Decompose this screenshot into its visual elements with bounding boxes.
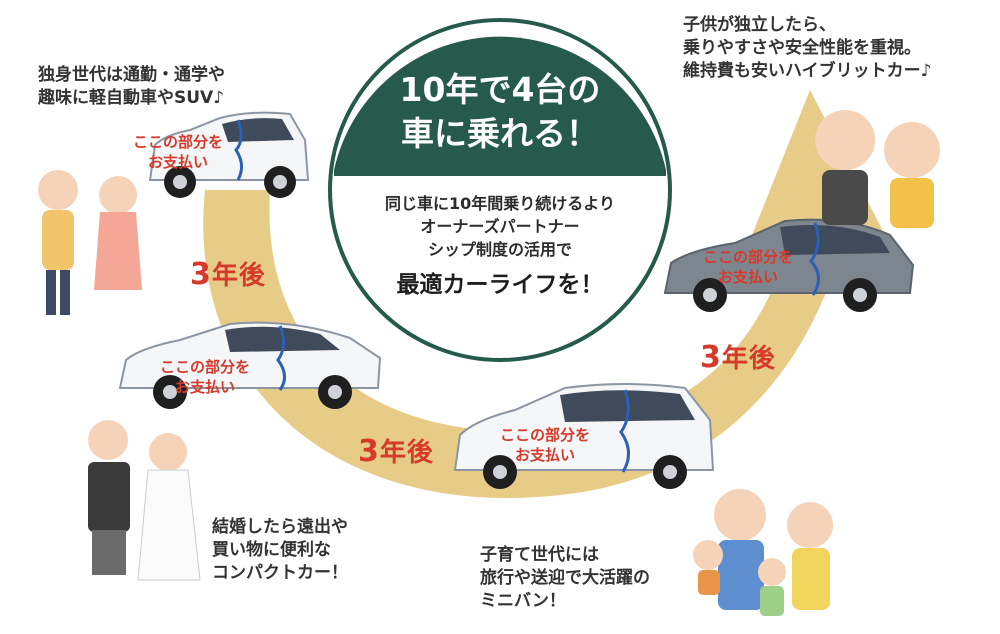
car-label-hybrid: ここの部分をお支払い [703, 248, 793, 286]
car-compact [118, 321, 382, 409]
car-label-minivan: ここの部分をお支払い [500, 426, 590, 464]
interval-label-3: 3年後 [700, 340, 776, 375]
car-minivan [453, 383, 715, 489]
car-label-compact: ここの部分をお支払い [160, 358, 250, 396]
center-description: 同じ車に10年間乗り続けるより オーナーズパートナー シップ制度の活用で [385, 194, 615, 259]
caption-parenting: 子育て世代には 旅行や送迎で大活躍の ミニバン！ [480, 545, 650, 611]
car-hybrid [663, 218, 915, 312]
caption-married: 結婚したら遠出や 買い物に便利な コンパクトカー！ [212, 517, 348, 583]
center-circle [328, 18, 672, 362]
center-title: 10年で4台の 車に乗れる！ [399, 70, 601, 153]
elderly-couple-illustration [815, 110, 940, 228]
caption-single: 独身世代は通勤・通学や 趣味に軽自動車やSUV♪ [38, 65, 225, 108]
interval-label-2: 3年後 [358, 434, 434, 469]
caption-retired: 子供が独立したら、 乗りやすさや安全性能を重視。 維持費も安いハイブリットカー♪ [683, 15, 932, 81]
single-couple-illustration [38, 170, 142, 315]
car-label-suv: ここの部分をお支払い [133, 133, 223, 171]
car-suv [148, 111, 310, 198]
center-emphasis: 最適カーライフを！ [396, 272, 604, 298]
cycle-arrow-band [203, 90, 885, 499]
wedding-couple-illustration [88, 420, 201, 581]
family-illustration [693, 489, 833, 616]
interval-label-1: 3年後 [190, 257, 266, 292]
